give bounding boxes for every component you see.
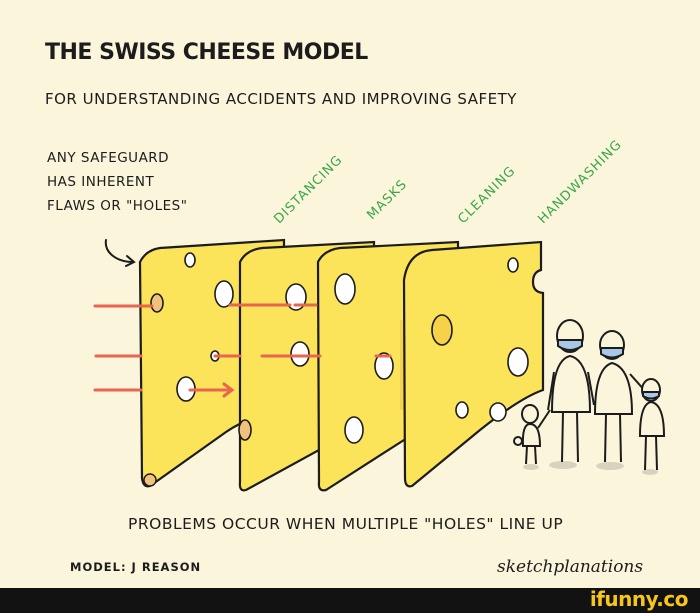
cheese-slice-icon [402, 240, 545, 488]
family-figures-icon [513, 319, 666, 475]
note-line-1: ANY SAFEGUARD [47, 150, 170, 166]
note-line-3: FLAWS OR "HOLES" [47, 198, 188, 214]
cheese-illustration [93, 238, 666, 492]
swiss-cheese-diagram: THE SWISS CHEESE MODEL FOR UNDERSTANDING… [45, 40, 666, 577]
curved-arrow-icon [104, 239, 136, 267]
ifunny-watermark[interactable]: ifunny.co [589, 587, 689, 611]
watermark-bar: ifunny.co [0, 587, 700, 613]
author-signature: sketchplanations [497, 557, 644, 577]
diagram-caption: PROBLEMS OCCUR WHEN MULTIPLE "HOLES" LIN… [128, 515, 564, 533]
note-line-2: HAS INHERENT [47, 174, 155, 190]
diagram-title: THE SWISS CHEESE MODEL [45, 40, 368, 65]
model-credit: MODEL: J REASON [70, 560, 202, 574]
hazard-arrow-icon [93, 303, 392, 398]
diagram-subtitle: FOR UNDERSTANDING ACCIDENTS AND IMPROVIN… [45, 90, 517, 108]
